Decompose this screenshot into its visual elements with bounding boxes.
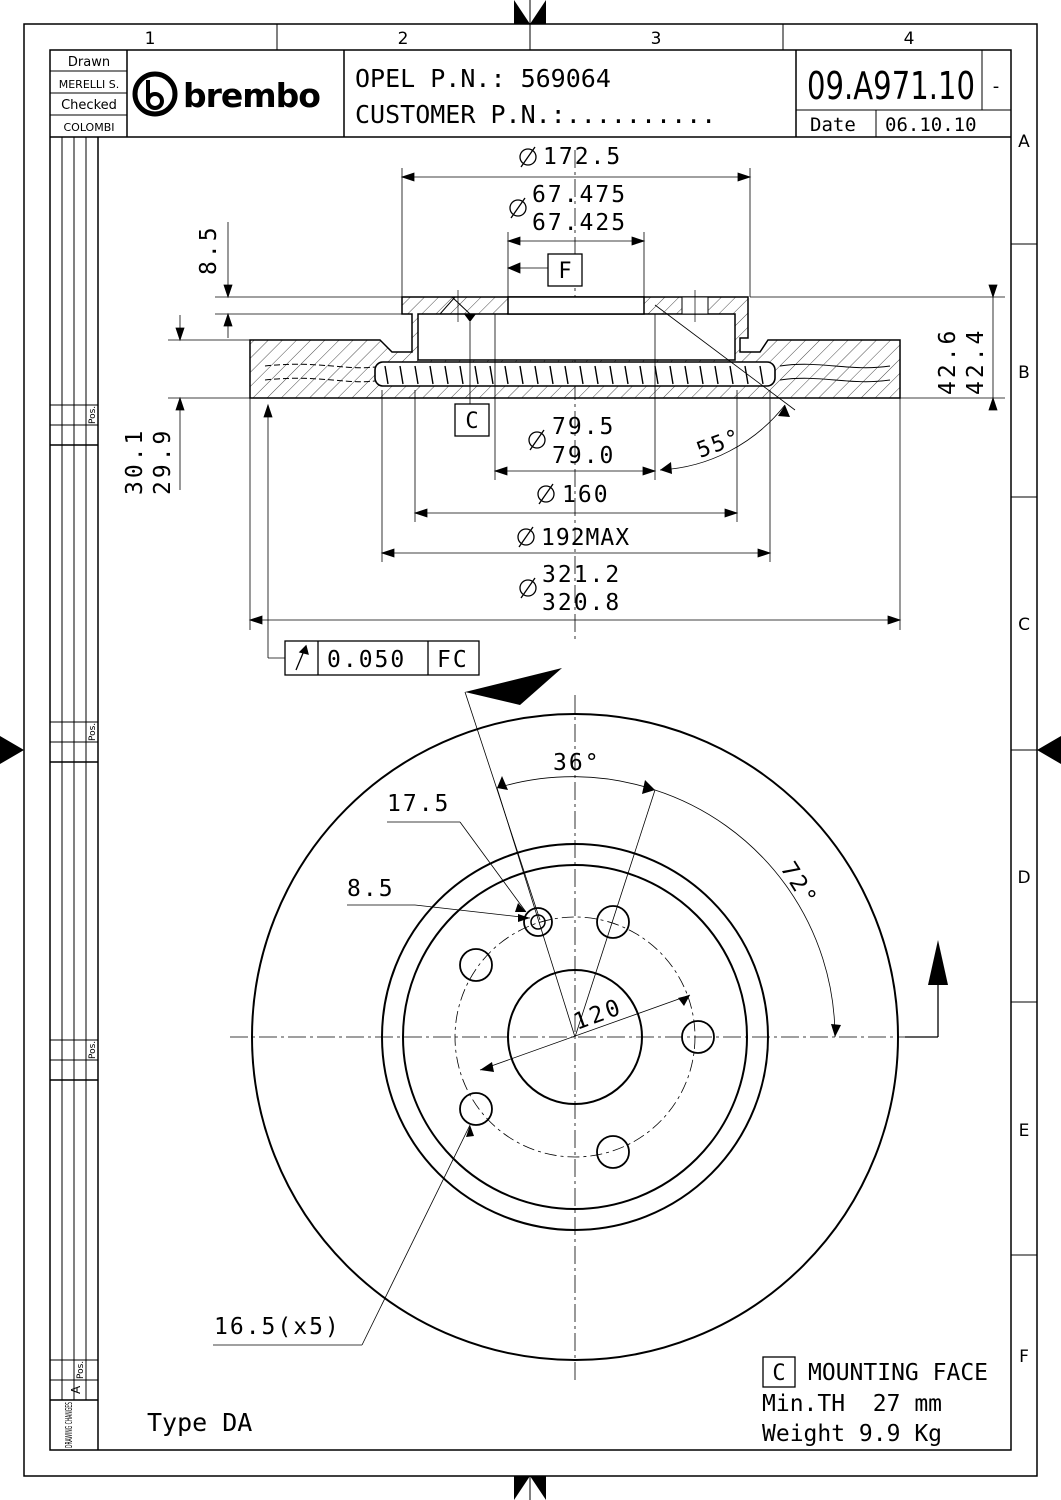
pos-label-1: Pos.: [88, 406, 98, 424]
dim-8-5: 8.5: [347, 876, 395, 902]
dim-160: 160: [562, 482, 610, 508]
dim-pilot-min: 67.425: [532, 210, 627, 236]
bolt-hole-1: [596, 905, 630, 939]
dim-height-min: 42.4: [963, 328, 989, 395]
grid-row-b: B: [1018, 363, 1030, 383]
grid-col-1: 1: [145, 29, 156, 49]
runout-value: 0.050: [327, 647, 406, 673]
pos-label-4: Pos.: [76, 1361, 86, 1379]
friction-inner: [381, 843, 769, 1231]
front-view-arrows: [465, 668, 948, 1137]
pos-label-3: Pos.: [88, 1041, 98, 1059]
brand-name: brembo: [183, 76, 320, 115]
date-value: 06.10.10: [885, 114, 977, 136]
type-note: Type DA: [147, 1408, 252, 1437]
pcd-120: 120: [570, 994, 626, 1036]
dim-height-max: 42.6: [935, 328, 961, 395]
grid-row-a: A: [1018, 132, 1030, 152]
grid-col-4: 4: [904, 29, 915, 49]
grid-row-f: F: [1019, 1347, 1029, 1367]
dim-offset-max: 30.1: [122, 428, 148, 495]
date-label: Date: [810, 114, 856, 136]
dim-disc-min: 320.8: [542, 590, 621, 616]
disc-outer: [251, 713, 899, 1361]
dim-inner-min: 79.0: [552, 443, 615, 469]
runout-datum: FC: [437, 647, 469, 673]
dim-inner-max: 79.5: [552, 414, 615, 440]
section-view: [249, 150, 901, 640]
datum-f-box: [547, 253, 583, 287]
datum-c-box: [454, 403, 490, 437]
drawing-changes-label: DRAWING CHANGES: [64, 1402, 75, 1448]
mounting-face-tag: C: [772, 1361, 785, 1386]
pcd-circle: [454, 916, 696, 1158]
title-block: [50, 50, 1011, 138]
bolt-hole-3: [459, 1092, 493, 1126]
datum-c-label: C: [465, 409, 478, 434]
section-dimensions: [168, 168, 1005, 659]
revision-strip: [50, 137, 99, 1450]
dim-pilot-max: 67.475: [532, 182, 627, 208]
bolt-hole-4: [596, 1135, 630, 1169]
dim-disc-max: 321.2: [542, 562, 621, 588]
a-label: A: [69, 1385, 83, 1394]
bolt-hole-2: [459, 948, 493, 982]
screw-hole-inner: [530, 914, 546, 930]
dim-192-max: 192MAX: [541, 525, 630, 551]
grid-col-2: 2: [398, 29, 409, 49]
min-thickness-note: Min.TH 27 mm: [762, 1391, 942, 1417]
bolt-hole-5: [681, 1020, 715, 1054]
grid-row-d: D: [1017, 868, 1030, 888]
sheet-frame: [23, 23, 1038, 1477]
dim-hat-thickness: 8.5: [196, 224, 222, 275]
hat-outer: [402, 864, 748, 1210]
drawing-number: 09.A971.10: [807, 64, 975, 108]
drawn-label: Drawn: [68, 55, 110, 70]
customer-part-number: CUSTOMER P.N.:..........: [355, 100, 716, 129]
dim-17-5: 17.5: [387, 791, 450, 817]
checked-label: Checked: [61, 98, 117, 113]
weight-note: Weight 9.9 Kg: [762, 1421, 942, 1447]
pilot-bore: [507, 969, 643, 1105]
dim-hat-diameter: 172.5: [543, 144, 622, 170]
grid-row-e: E: [1019, 1121, 1030, 1141]
datum-f-label: F: [558, 259, 571, 284]
checked-by: COLOMBI: [63, 121, 114, 134]
pos-label-2: Pos.: [88, 723, 98, 741]
front-view: [213, 691, 939, 1380]
grid-row-c: C: [1018, 615, 1030, 635]
revision: -: [993, 76, 1000, 97]
dim-offset-min: 29.9: [150, 428, 176, 495]
drawn-by: MERELLI S.: [59, 78, 120, 91]
vane-band: [374, 361, 776, 387]
diameter-symbols: [509, 146, 555, 599]
oem-part-number: OPEL P.N.: 569064: [355, 64, 611, 93]
angle-72: 72°: [775, 857, 822, 911]
mounting-face-tag-box: [762, 1356, 796, 1388]
grid-col-3: 3: [651, 29, 662, 49]
mounting-face-note: MOUNTING FACE: [808, 1360, 988, 1386]
brembo-logo: brembo: [132, 71, 321, 117]
runout-frame: [284, 640, 480, 676]
screw-hole-outer: [523, 907, 553, 937]
holes-callout: 16.5(x5): [214, 1314, 341, 1340]
angle-36: 36°: [553, 750, 601, 776]
